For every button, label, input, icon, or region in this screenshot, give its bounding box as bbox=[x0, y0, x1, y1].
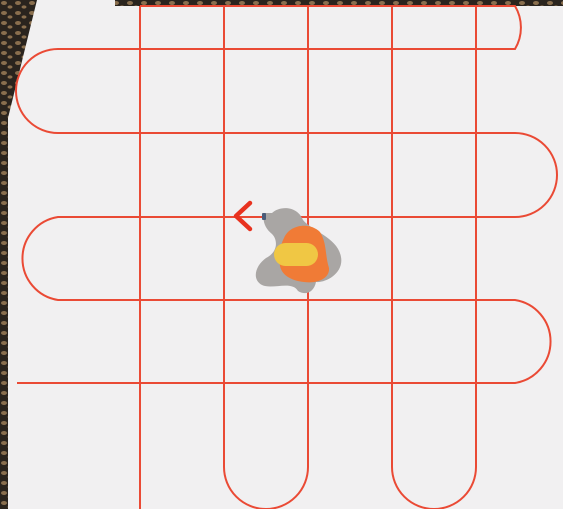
searcher-tool bbox=[262, 213, 266, 220]
searcher-head bbox=[274, 243, 318, 266]
